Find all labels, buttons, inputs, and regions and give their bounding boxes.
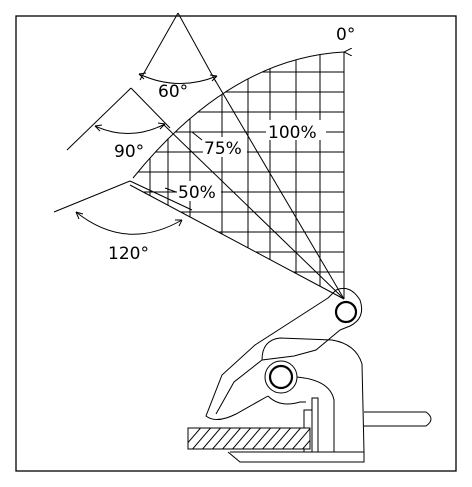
lifted-plate (187, 427, 311, 450)
label-50-percent: 50% (178, 183, 216, 203)
label-angle-120: 120° (108, 244, 149, 264)
capacity-sector-grid (130, 52, 344, 299)
lifting-clamp (205, 287, 432, 463)
sector-edge-60 (214, 79, 345, 300)
sector-edge-120 (129, 184, 345, 300)
sector-edge-90 (163, 124, 345, 300)
angle-120-construction (53, 180, 193, 235)
shackle-pin (334, 300, 358, 324)
angle-90-construction (66, 87, 171, 151)
label-zero-angle: 0° (336, 25, 355, 45)
label-angle-60: 60° (158, 82, 188, 102)
label-angle-90: 90° (114, 142, 144, 162)
angle-60-construction (138, 12, 218, 84)
leader-50 (164, 187, 177, 193)
label-100-percent: 100% (268, 123, 317, 143)
leader-75 (191, 131, 203, 141)
sector-arc (132, 51, 345, 179)
clamp-handle (364, 411, 432, 427)
label-75-percent: 75% (204, 139, 242, 159)
drawing-frame (15, 15, 457, 472)
